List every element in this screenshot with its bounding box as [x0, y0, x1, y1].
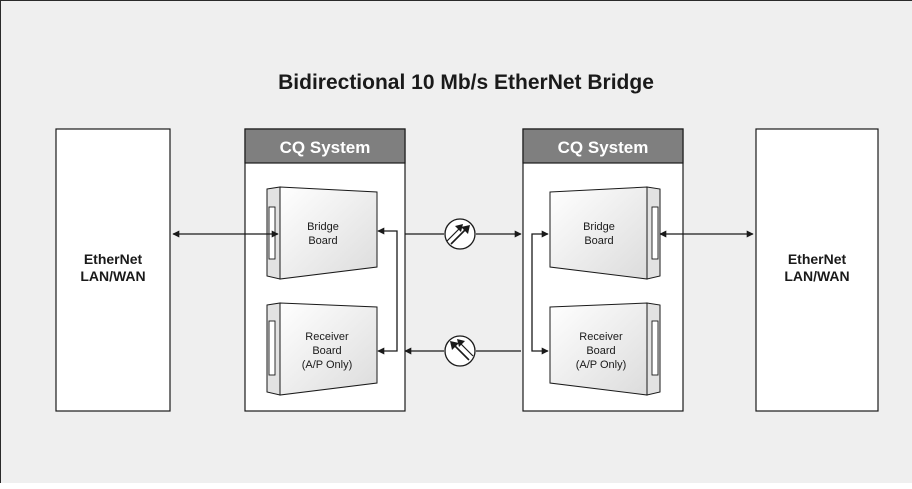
left-network-label-line1: EtherNet: [84, 251, 143, 267]
left-receiver-board-label-line2: Board: [312, 345, 341, 357]
right-receiver-board-label-line1: Receiver: [579, 331, 623, 343]
left-cq-system-header: [244, 128, 406, 164]
receive-arrow-icon: [444, 335, 476, 367]
left-internal-link: [377, 227, 398, 355]
transmit-arrow-icon: [444, 218, 476, 250]
right-receiver-board-label-line2: Board: [586, 345, 615, 357]
connector-lines: [172, 227, 754, 355]
right-bridge-board-label-line1: Bridge: [583, 221, 615, 233]
left-network-label-line2: LAN/WAN: [80, 268, 145, 284]
left-bridge-board: Bridge Board: [266, 186, 378, 280]
left-receiver-board-label-line1: Receiver: [305, 331, 349, 343]
right-internal-link: [531, 230, 549, 355]
left-receiver-board-label-line3: (A/P Only): [302, 359, 353, 371]
right-bridge-board-label-line2: Board: [584, 235, 613, 247]
right-cq-system: CQ System Bridge Board Receiver Board (A…: [522, 128, 684, 412]
left-receiver-board: Receiver Board (A/P Only): [266, 302, 378, 396]
left-bridge-board-label-line2: Board: [308, 235, 337, 247]
right-bridge-board: Bridge Board: [549, 186, 661, 280]
left-cq-system: CQ System Bridge Board Receiver Board (A…: [244, 128, 406, 412]
right-network-label-line1: EtherNet: [788, 251, 847, 267]
diagram-title: Bidirectional 10 Mb/s EtherNet Bridge: [278, 71, 654, 94]
right-cq-system-header: [522, 128, 684, 164]
right-cq-system-title: CQ System: [558, 138, 649, 157]
left-cq-system-title: CQ System: [280, 138, 371, 157]
left-bridge-board-label-line1: Bridge: [307, 221, 339, 233]
right-receiver-board-label-line3: (A/P Only): [576, 359, 627, 371]
right-receiver-board: Receiver Board (A/P Only): [549, 302, 661, 396]
right-network-box: EtherNet LAN/WAN: [755, 128, 879, 412]
right-network-label-line2: LAN/WAN: [784, 268, 849, 284]
left-network-box: EtherNet LAN/WAN: [55, 128, 171, 412]
